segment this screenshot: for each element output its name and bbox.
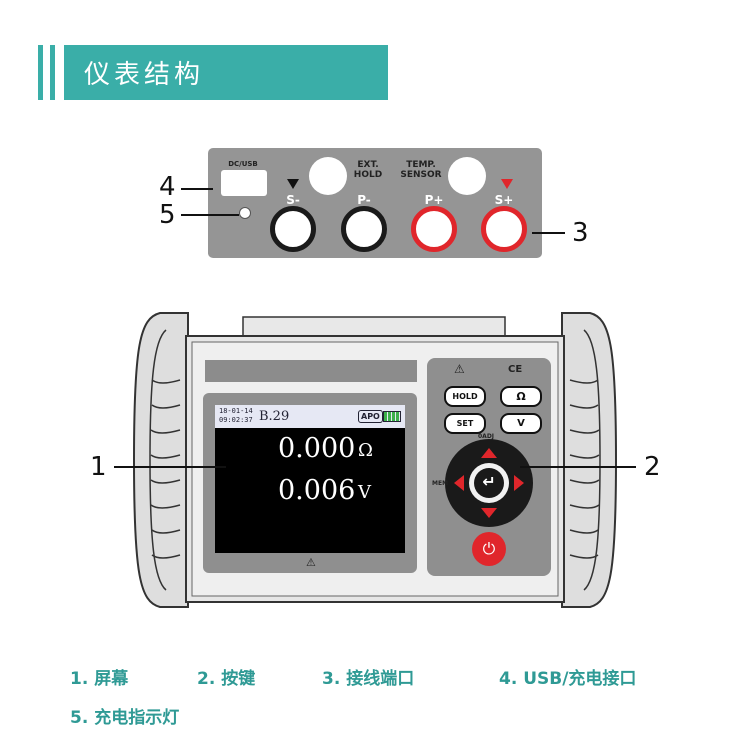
p-minus-jack [341,206,387,252]
lcd-status-bar: 18-01-14 09:02:37 B.29 APO [215,405,405,428]
banner-stripe-1 [38,45,43,100]
callout-3: 3 [572,218,589,248]
p-plus-label: P+ [424,193,444,207]
zero-adjust-label: 0ADJ [478,433,495,440]
leader-line-4 [181,188,213,190]
right-button[interactable] [512,470,530,496]
legend-item-charge-led: 5. 充电指示灯 [70,708,180,728]
p-plus-jack [411,206,457,252]
ce-mark: CE [508,364,523,375]
reading-unit-2: V [358,482,371,503]
ext-hold-knob [309,157,347,195]
ext-hold-label-line1: EXT. [357,160,379,170]
s-minus-jack [270,206,316,252]
lcd-time: 09:02:37 [219,416,253,424]
charge-indicator-led [239,207,251,219]
ext-hold-label-line2: HOLD [353,170,383,180]
left-button[interactable] [448,470,466,496]
battery-icon [383,411,401,422]
leader-line-3 [532,232,565,234]
temp-sensor-label: TEMP. SENSOR [398,160,444,180]
callout-2: 2 [644,452,661,482]
power-icon[interactable]: ⏻ [482,539,496,558]
lcd-date: 18-01-14 [219,407,253,415]
terminal-panel: DC/USB EXT. HOLD TEMP. SENSOR S- P- P+ S… [208,148,542,258]
leader-line-2 [520,466,636,468]
legend-item-terminals: 3. 接线端口 [322,669,415,689]
temp-sensor-knob [448,157,486,195]
set-button[interactable]: SET [444,413,486,434]
ext-hold-label: EXT. HOLD [350,160,386,180]
callout-5: 5 [159,200,176,230]
enter-icon[interactable]: ↵ [482,472,496,491]
down-button[interactable] [476,504,502,522]
banner-stripe-2 [50,45,55,100]
ohm-button[interactable]: Ω [500,386,542,407]
lcd-mode: B.29 [259,409,290,424]
apo-badge: APO [358,410,383,423]
usb-port [221,170,267,196]
reading-value-1: 0.000 [278,433,356,464]
warning-icon: ⚠ [454,362,465,376]
section-title: 仪表结构 [84,60,205,90]
leader-line-1 [114,466,226,468]
callout-1: 1 [90,452,107,482]
dc-usb-label: DC/USB [228,160,258,168]
mem-label: MEM [432,480,449,487]
section-banner: 仪表结构 [64,45,388,100]
s-plus-label: S+ [494,193,514,207]
up-button[interactable] [476,444,502,462]
legend-item-screen: 1. 屏幕 [70,669,129,689]
reading-unit-1: Ω [358,440,373,461]
s-plus-jack [481,206,527,252]
callout-4: 4 [159,172,176,202]
red-triangle-icon [501,179,513,189]
reading-value-2: 0.006 [278,475,356,506]
lcd-screen: 18-01-14 09:02:37 B.29 APO 0.000 Ω 0.006… [215,405,405,553]
legend-item-buttons: 2. 按键 [197,669,256,689]
temp-label-line2: SENSOR [400,170,442,180]
black-triangle-icon [287,179,299,189]
hold-button[interactable]: HOLD [444,386,486,407]
s-minus-label: S- [286,193,300,207]
legend-item-usb: 4. USB/充电接口 [499,669,637,689]
bottom-warning-icon: ⚠ [306,556,316,569]
p-minus-label: P- [357,193,371,207]
leader-line-5 [181,214,239,216]
volt-button[interactable]: V [500,413,542,434]
temp-label-line1: TEMP. [406,160,436,170]
